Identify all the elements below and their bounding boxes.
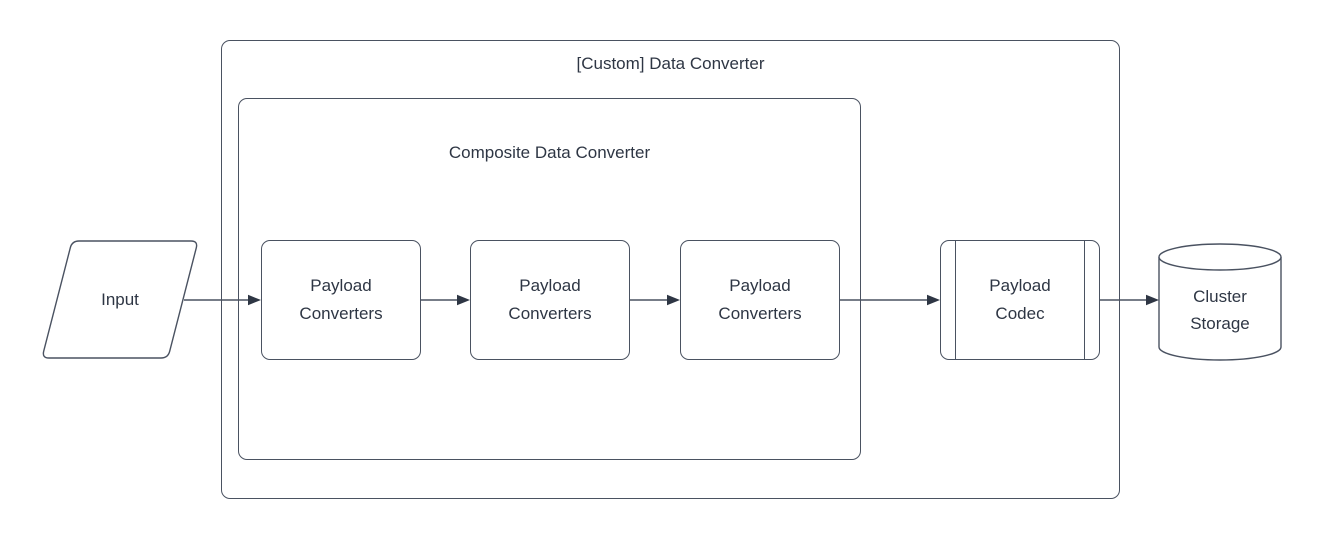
codec-right-bar xyxy=(1083,241,1085,359)
codec-left-bar xyxy=(955,241,957,359)
cylinder-body xyxy=(1158,257,1282,361)
group-custom-data-converter-title: [Custom] Data Converter xyxy=(576,54,765,73)
node-payload-codec: Payload Codec xyxy=(940,240,1100,360)
group-composite-data-converter: Composite Data Converter xyxy=(238,98,861,460)
node-payload-converters-2-label: Payload Converters xyxy=(508,276,592,323)
node-cluster-storage-label: Cluster Storage xyxy=(1190,287,1250,333)
node-payload-converters-3-label: Payload Converters xyxy=(718,276,802,323)
node-payload-codec-label: Payload Codec xyxy=(989,276,1051,323)
cluster-storage-cylinder-shape xyxy=(1158,243,1282,361)
input-parallelogram-shape xyxy=(42,240,198,359)
node-payload-converters-1: Payload Converters xyxy=(261,240,421,360)
node-payload-converters-3: Payload Converters xyxy=(680,240,840,360)
node-payload-converters-1-label: Payload Converters xyxy=(299,276,383,323)
node-payload-converters-2: Payload Converters xyxy=(470,240,630,360)
node-input-label: Input xyxy=(101,290,139,309)
cylinder-top-rim xyxy=(1158,243,1282,271)
group-composite-data-converter-title: Composite Data Converter xyxy=(448,143,651,162)
group-custom-data-converter: [Custom] Data Converter xyxy=(221,40,1120,499)
